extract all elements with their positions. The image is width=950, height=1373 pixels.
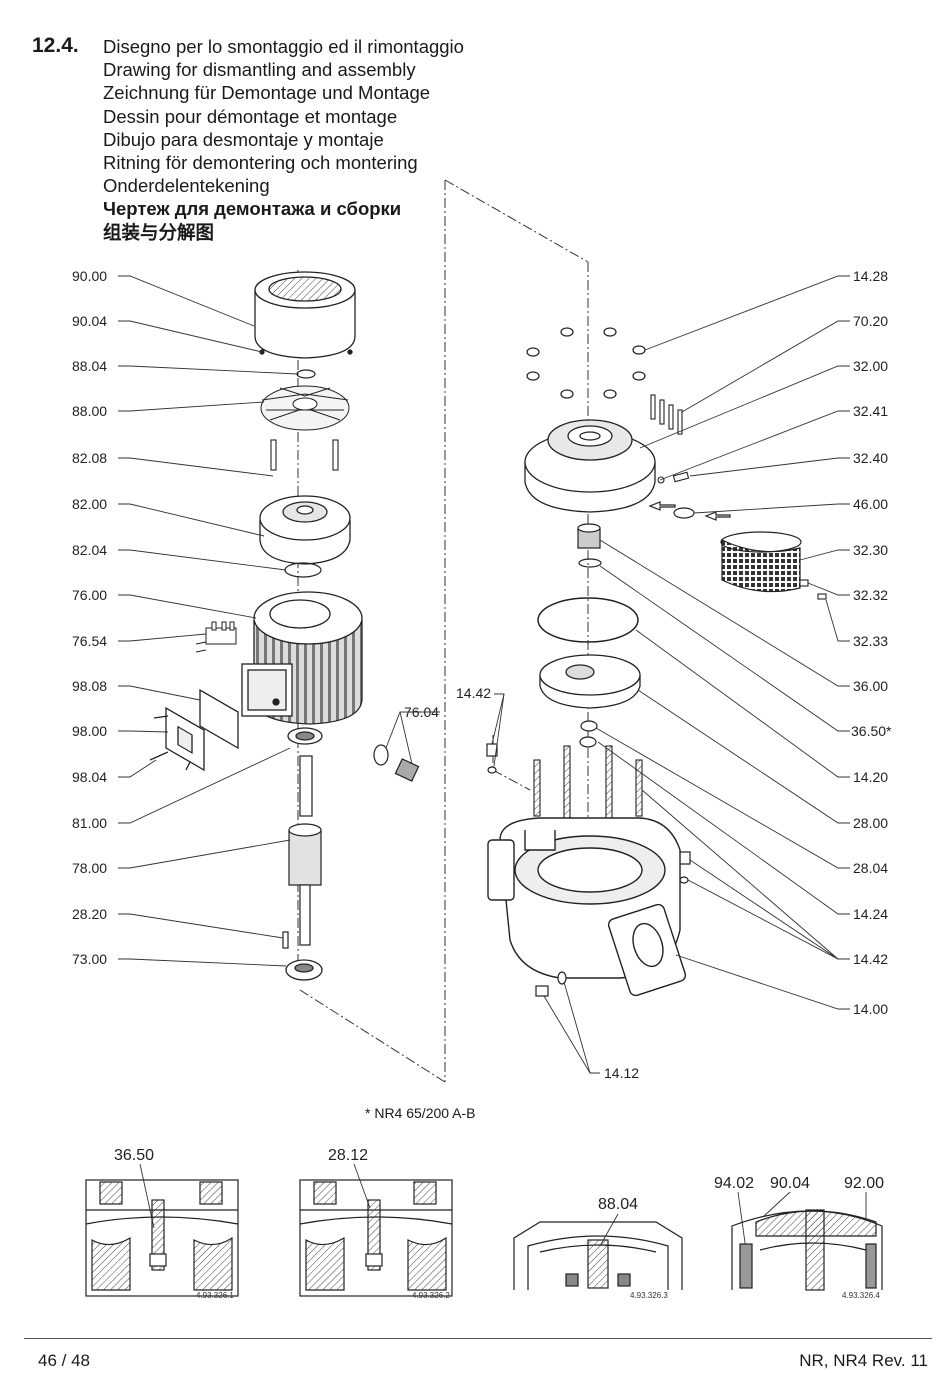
title-it: Disegno per lo smontaggio ed il rimontag…	[103, 36, 464, 57]
model-note: * NR4 65/200 A-B	[365, 1105, 476, 1121]
label-90-00: 90.00	[72, 268, 107, 284]
label-78-00: 78.00	[72, 860, 107, 876]
label-32-33: 32.33	[853, 633, 888, 649]
inset-4-label-94-02: 94.02	[714, 1175, 754, 1192]
left-leader-lines	[118, 275, 299, 967]
label-82-08: 82.08	[72, 450, 107, 466]
title-zh: 组装与分解图	[103, 221, 215, 243]
label-14-12: 14.12	[604, 1065, 639, 1081]
screws-82-08	[270, 439, 339, 471]
title-ru: Чертеж для демонтажа и сборки	[103, 198, 402, 220]
o-ring-14-20	[537, 597, 639, 643]
gasket-82-04	[284, 562, 322, 578]
title-en: Drawing for dismantling and assembly	[103, 59, 416, 81]
label-98-00: 98.00	[72, 723, 107, 739]
label-46-00: 46.00	[853, 496, 888, 512]
rotor-shaft	[288, 755, 322, 946]
label-88-04: 88.04	[72, 358, 107, 374]
inset-4-label-90-04: 90.04	[770, 1175, 810, 1192]
inset-4-label-92-00: 92.00	[844, 1175, 884, 1192]
nuts-14-28	[526, 327, 646, 399]
label-28-04: 28.04	[853, 860, 888, 876]
label-98-08: 98.08	[72, 678, 107, 694]
title-nl: Onderdelentekening	[103, 175, 270, 197]
guard-32-30	[720, 531, 802, 593]
label-73-00: 73.00	[72, 951, 107, 967]
impeller-nut	[579, 720, 598, 748]
key-28-20	[282, 931, 289, 949]
inset-4-ref: 4.93.326.4	[842, 1291, 880, 1300]
label-32-00: 32.00	[853, 358, 888, 374]
inset-2: 28.12 4.93.326.2	[299, 1147, 453, 1300]
fan-wheel-ring	[296, 369, 316, 379]
label-14-28: 14.28	[853, 268, 888, 284]
label-82-00: 82.00	[72, 496, 107, 512]
page-number: 46 / 48	[38, 1351, 90, 1370]
middle-leader-lines	[385, 693, 600, 1074]
label-14-42-upper: 14.42	[456, 685, 491, 701]
drain-plug-14-12	[535, 971, 567, 997]
label-14-00: 14.00	[853, 1001, 888, 1017]
plug-14-42-upper	[486, 743, 498, 774]
pump-casing	[487, 817, 687, 997]
label-28-20: 28.20	[72, 906, 107, 922]
inset-1-ref: 4.93.326.1	[196, 1291, 234, 1300]
right-part-labels: 14.28 70.20 32.00 32.41 32.40 46.00 32.3…	[851, 268, 892, 1017]
terminal-block	[195, 621, 237, 653]
inset-1-label: 36.50	[114, 1147, 154, 1164]
inset-4: 94.02 90.04 92.00 4.93.326.4	[714, 1175, 884, 1300]
footer-rule	[24, 1338, 932, 1339]
cable-gland	[373, 744, 420, 782]
section-titles: Disegno per lo smontaggio ed il rimontag…	[103, 35, 464, 244]
inset-3-label: 88.04	[598, 1196, 638, 1213]
label-36-50: 36.50*	[851, 723, 892, 739]
pump-bracket	[524, 419, 656, 513]
inset-2-label: 28.12	[328, 1147, 368, 1164]
inset-2-ref: 4.93.326.2	[412, 1291, 450, 1300]
label-32-32: 32.32	[853, 587, 888, 603]
fan-cover	[254, 271, 356, 359]
document-reference: NR, NR4 Rev. 11	[799, 1351, 928, 1370]
vent-screw-32-40	[657, 471, 690, 484]
bearing-lower	[285, 959, 323, 981]
label-81-00: 81.00	[72, 815, 107, 831]
label-14-24: 14.24	[853, 906, 888, 922]
label-88-00: 88.00	[72, 403, 107, 419]
title-sv: Ritning för demontering och montering	[103, 152, 418, 174]
inset-3-ref: 4.93.326.3	[630, 1291, 668, 1300]
section-number: 12.4.	[32, 34, 79, 57]
label-28-00: 28.00	[853, 815, 888, 831]
label-36-00: 36.00	[853, 678, 888, 694]
title-fr: Dessin pour démontage et montage	[103, 105, 398, 127]
label-76-54: 76.54	[72, 633, 107, 649]
label-32-41: 32.41	[853, 403, 888, 419]
bearing-upper	[287, 727, 323, 745]
seal-ring	[578, 558, 602, 568]
label-14-20: 14.20	[853, 769, 888, 785]
terminal-box-cover	[149, 688, 239, 772]
label-32-40: 32.40	[853, 450, 888, 466]
screws-32-32	[799, 579, 827, 600]
motor-shield	[259, 495, 351, 565]
inset-3: 88.04 4.93.326.3	[513, 1196, 683, 1300]
impeller	[539, 654, 641, 709]
mechanical-seal	[577, 523, 601, 549]
title-es: Dibujo para desmontaje y montaje	[103, 128, 384, 150]
screws-70-20	[650, 394, 683, 435]
label-70-20: 70.20	[853, 313, 888, 329]
label-82-04: 82.04	[72, 542, 107, 558]
right-leader-lines	[595, 275, 850, 1010]
inset-1: 36.50 4.93.326.1	[85, 1147, 239, 1300]
label-32-30: 32.30	[853, 542, 888, 558]
title-de: Zeichnung für Demontage und Montage	[103, 82, 431, 104]
label-76-00: 76.00	[72, 587, 107, 603]
label-14-42: 14.42	[853, 951, 888, 967]
label-90-04: 90.04	[72, 313, 107, 329]
motor-stator	[241, 591, 363, 725]
left-part-labels: 90.00 90.04 88.04 88.00 82.08 82.00 82.0…	[72, 268, 107, 967]
fan-wheel	[260, 385, 350, 431]
label-98-04: 98.04	[72, 769, 107, 785]
arrows-46	[648, 501, 731, 521]
